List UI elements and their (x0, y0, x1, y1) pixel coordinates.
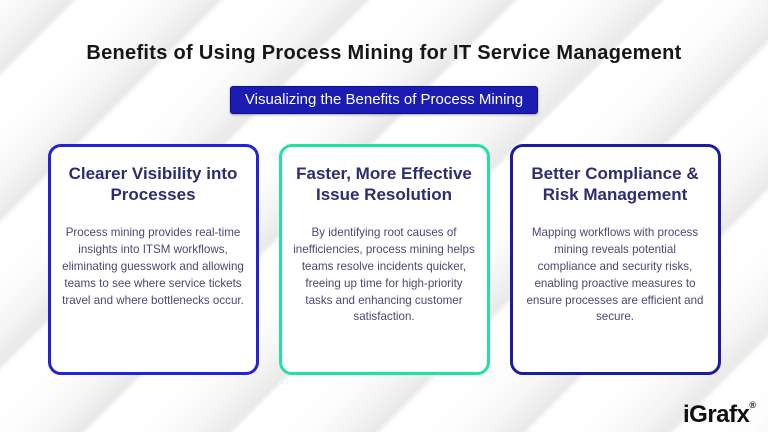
page-title: Benefits of Using Process Mining for IT … (86, 42, 682, 64)
subtitle-banner: Visualizing the Benefits of Process Mini… (229, 86, 539, 114)
igrafx-logo: iGrafx® (682, 400, 756, 428)
card-title: Clearer Visibility into Processes (68, 164, 238, 204)
benefit-cards: Clearer Visibility into Processes Proces… (0, 144, 768, 375)
card-title: Better Compliance & Risk Management (531, 164, 699, 204)
card-body: By identifying root causes of inefficien… (293, 226, 475, 324)
banner-row: Visualizing the Benefits of Process Mini… (0, 86, 768, 114)
registered-trademark-icon: ® (749, 400, 756, 410)
card-body: Process mining provides real-time insigh… (62, 226, 244, 307)
card-title: Faster, More Effective Issue Resolution (296, 164, 472, 204)
benefit-card-visibility: Clearer Visibility into Processes Proces… (47, 144, 259, 375)
logo-text: iGrafx (682, 401, 750, 428)
card-body: Mapping workflows with process mining re… (526, 226, 704, 324)
benefit-card-compliance: Better Compliance & Risk Management Mapp… (509, 144, 721, 375)
benefit-card-issue-resolution: Faster, More Effective Issue Resolution … (278, 144, 490, 375)
